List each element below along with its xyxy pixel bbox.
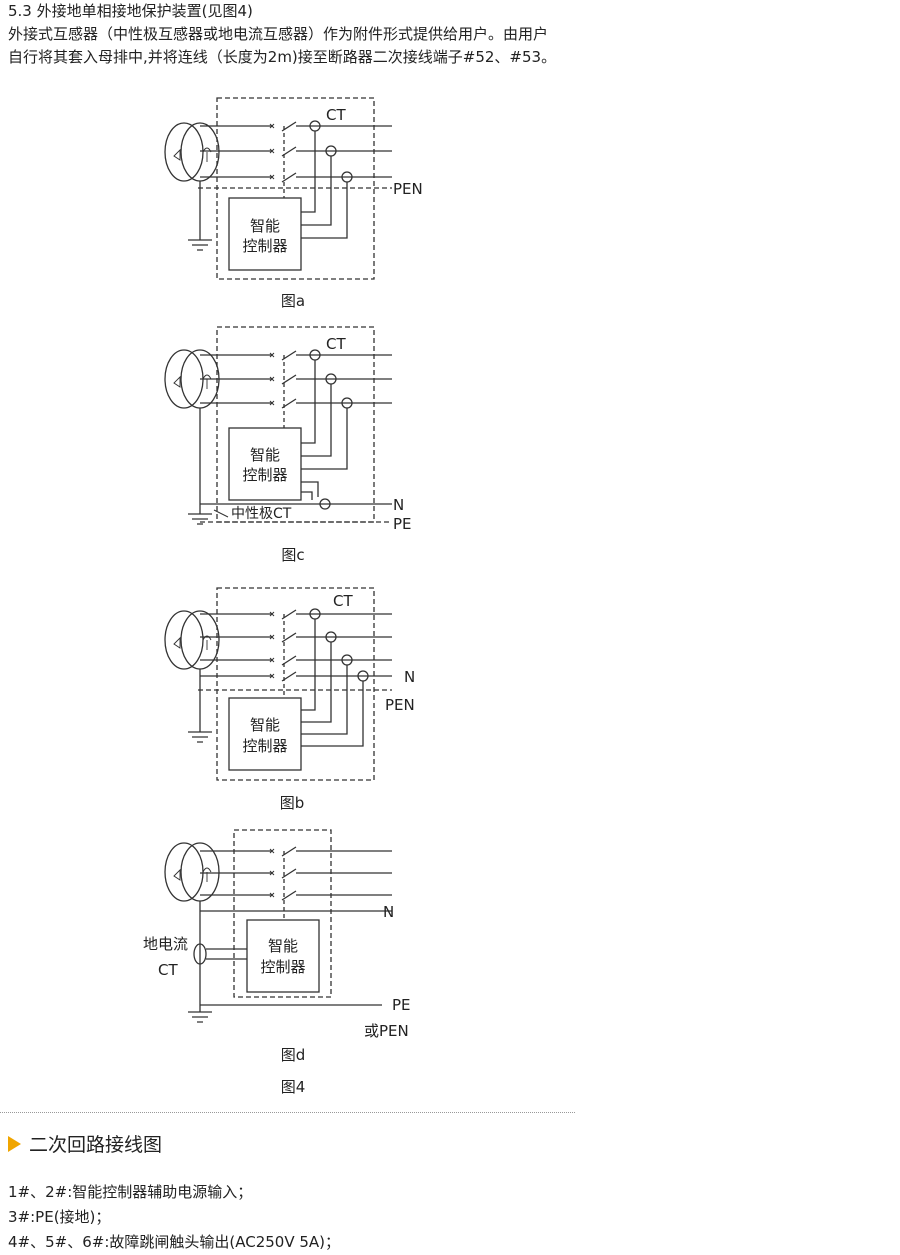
ground-icon [188,731,212,743]
ground-current-ct [193,943,207,965]
breaker-boundary [216,587,375,781]
caption-c: 图c [281,546,304,564]
label-pe: PE [393,515,412,533]
intelligent-controller [228,427,302,501]
diagram-c [164,326,392,525]
label-ct: CT [333,592,353,610]
label-ground-current: 地电流 [143,935,188,953]
figure-4-diagrams: CT PEN 智能 控制器 图a CT 智能 控制器 N 中性极CT PE 图c… [143,97,423,1096]
breaker-boundary [233,829,332,998]
diagram-d [164,829,392,1023]
section-divider [0,1112,575,1113]
controller-label: 控制器 [242,237,287,255]
intro-line-1: 外接式互感器（中性极互感器或地电流互感器）作为附件形式提供给用户。由用户 [8,25,549,43]
label-neutral-ct: 中性极CT [231,506,292,522]
label-ct: CT [326,106,346,124]
note-line: 4#、5#、6#:故障跳闸触头输出(AC250V 5A)； [8,1233,341,1251]
note-line: 1#、2#:智能控制器辅助电源输入； [8,1183,253,1201]
label-ct: CT [326,335,346,353]
label-n: N [404,668,415,686]
controller-label: 控制器 [260,958,305,976]
intro-text: 5.3 外接地单相接地保护装置(见图4) 外接式互感器（中性极互感器或地电流互感… [8,0,556,69]
label-n: N [383,903,394,921]
intelligent-controller [228,697,302,771]
transformer-icon [164,842,220,902]
figure-caption: 图4 [281,1078,306,1096]
ground-icon [188,239,212,251]
caption-b: 图b [280,794,305,812]
label-ground-current-ct: CT [158,961,178,979]
label-pe: PE [392,996,411,1014]
label-pen: PEN [393,180,423,198]
transformer-icon [164,122,220,182]
caption-d: 图d [281,1046,306,1064]
section-header: 二次回路接线图 [8,1130,162,1157]
caption-a: 图a [281,292,305,310]
controller-label: 控制器 [242,737,287,755]
section-title: 二次回路接线图 [29,1134,163,1156]
note-line: 3#:PE(接地)； [8,1208,111,1226]
controller-label: 智能 [268,937,298,955]
label-pe-or-pen: 或PEN [364,1022,409,1040]
controller-label: 控制器 [242,466,287,484]
intelligent-controller [246,919,320,993]
terminal-notes: 1#、2#:智能控制器辅助电源输入； 3#:PE(接地)； 4#、5#、6#:故… [8,1180,340,1255]
intro-line-2: 自行将其套入母排中,并将连线（长度为2m)接至断路器二次接线端子#52、#53。 [8,48,557,66]
ground-icon [188,1011,212,1023]
ground-icon [188,513,212,525]
diagram-a [164,97,392,280]
label-pen: PEN [385,696,415,714]
triangle-bullet-icon [8,1135,21,1152]
intelligent-controller [228,197,302,271]
diagram-b [164,587,392,781]
label-n: N [393,496,404,514]
controller-label: 智能 [250,716,280,734]
breaker-boundary [216,326,375,523]
controller-label: 智能 [250,217,280,235]
controller-label: 智能 [250,446,280,464]
section-heading: 5.3 外接地单相接地保护装置(见图4) [8,2,253,20]
